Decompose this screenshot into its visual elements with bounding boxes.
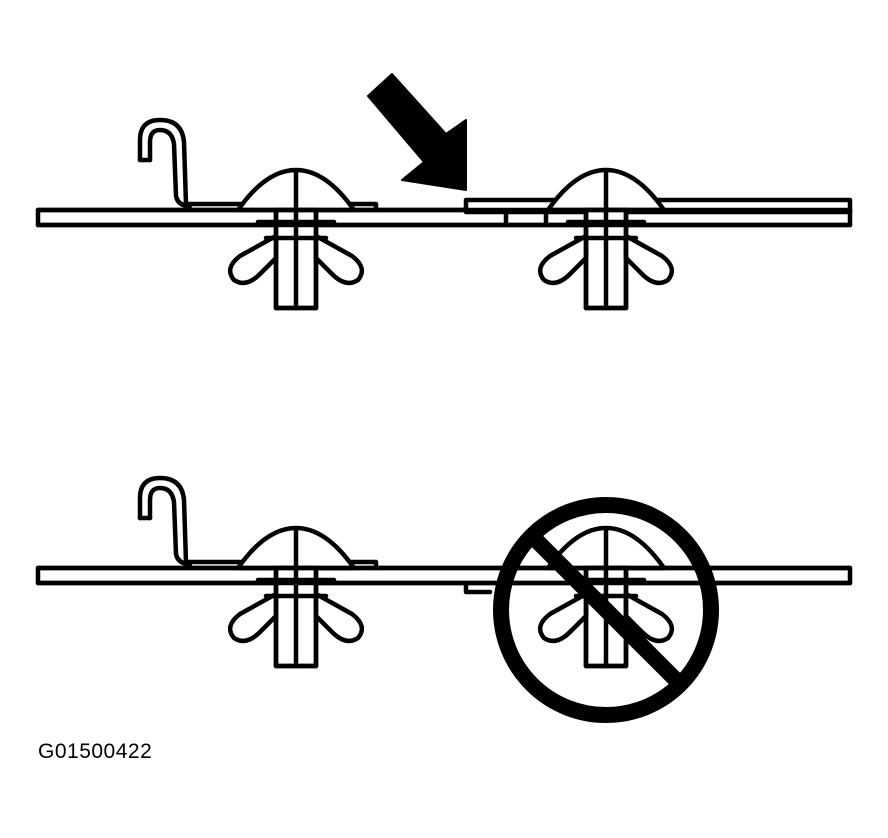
top-left-clip <box>230 170 362 308</box>
top-hook-bracket-inner <box>147 127 193 209</box>
figure-code: G01500422 <box>38 740 153 763</box>
top-assembly <box>35 73 853 308</box>
arrow-icon <box>367 73 467 191</box>
bottom-hook-bracket-inner <box>147 485 193 567</box>
bottom-hook-bracket <box>137 475 379 571</box>
top-hook-bracket <box>137 117 379 213</box>
prohibited-icon <box>493 497 719 723</box>
top-right-clip <box>540 170 672 308</box>
bottom-left-clip <box>230 528 362 666</box>
bottom-assembly <box>35 475 853 723</box>
